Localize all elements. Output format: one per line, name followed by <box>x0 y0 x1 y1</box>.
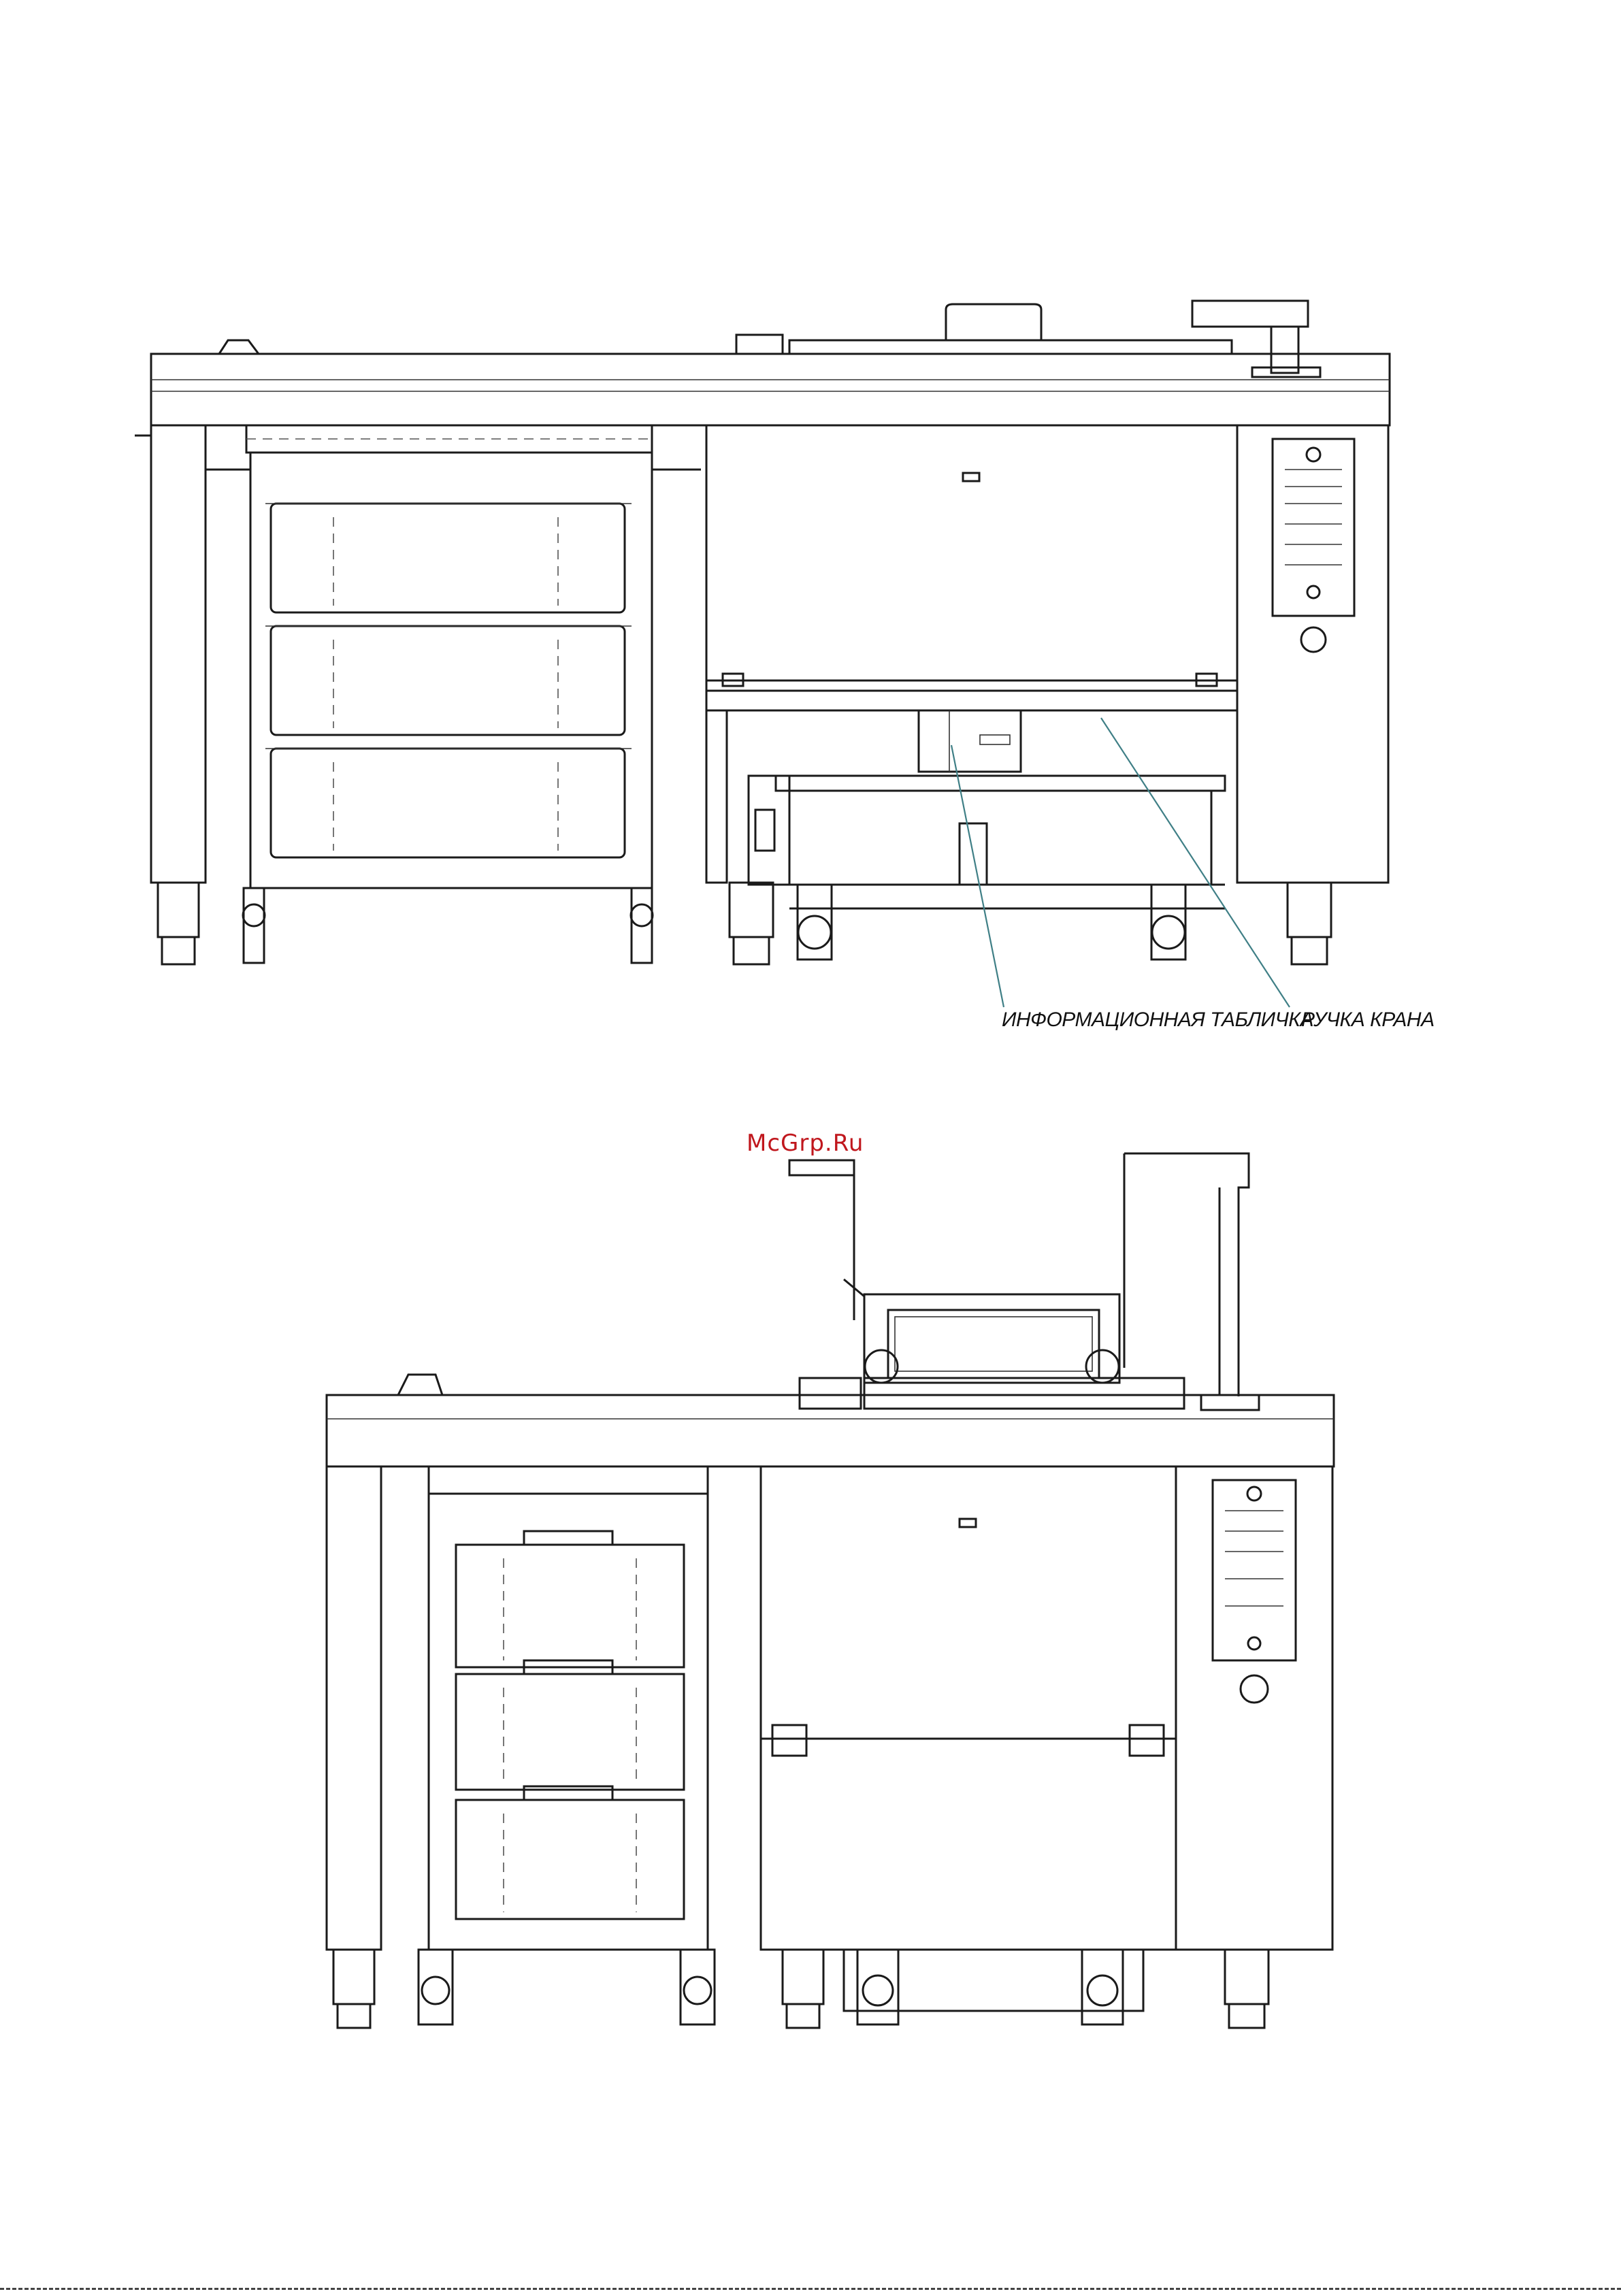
bottom-machine-drawing <box>327 1153 1334 2028</box>
leader-tap-handle <box>1101 718 1290 1007</box>
callout-tap-handle: РУЧКА КРАНА <box>1301 1008 1435 1032</box>
callout-info-plate: ИНФОРМАЦИОННАЯ ТАБЛИЧКА <box>1002 1008 1313 1032</box>
page-bottom-rule <box>0 2288 1621 2290</box>
trolley-top <box>206 425 701 963</box>
worktop-top <box>151 354 1390 425</box>
left-leg <box>151 425 206 883</box>
top-machine-drawing <box>135 301 1390 1007</box>
worktop-bottom <box>327 1395 1334 1466</box>
kettle-body-top <box>706 425 1237 964</box>
control-column-top <box>1237 425 1388 964</box>
watermark-text: McGrp.Ru <box>747 1130 864 1157</box>
